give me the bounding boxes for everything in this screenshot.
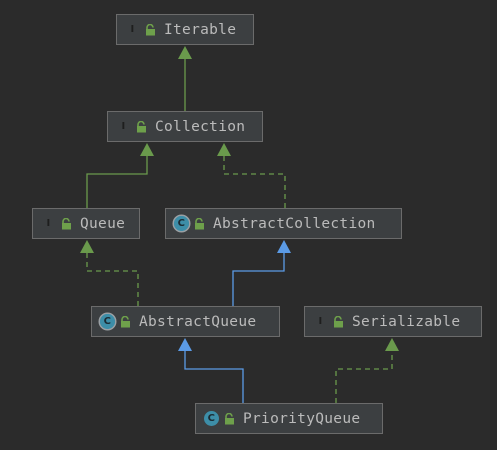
arrowhead bbox=[178, 46, 192, 59]
edge-queue-to-collection bbox=[86, 143, 154, 208]
arrowhead bbox=[140, 143, 154, 156]
node-collection[interactable]: I Collection bbox=[107, 111, 263, 142]
arrowhead bbox=[80, 240, 94, 253]
node-label: PriorityQueue bbox=[243, 410, 361, 427]
lock-icon bbox=[137, 120, 146, 132]
node-label: AbstractQueue bbox=[139, 313, 257, 330]
arrowhead bbox=[217, 143, 231, 156]
node-queue[interactable]: I Queue bbox=[32, 208, 140, 239]
abstract-class-icon: C bbox=[100, 314, 115, 329]
lock-icon bbox=[121, 315, 130, 327]
lock-icon bbox=[334, 315, 343, 327]
edge-priorityqueue-to-serializable bbox=[335, 338, 399, 403]
edge-abstractcollection-to-collection bbox=[217, 143, 286, 208]
node-label: Queue bbox=[80, 215, 126, 232]
interface-icon: I bbox=[130, 24, 135, 35]
edge-abstractqueue-to-abstractcollection bbox=[232, 240, 291, 306]
node-iterable[interactable]: I Iterable bbox=[116, 14, 254, 45]
node-label: Serializable bbox=[352, 313, 461, 330]
abstract-class-icon: C bbox=[174, 216, 189, 231]
node-serializable[interactable]: I Serializable bbox=[304, 306, 482, 337]
lock-icon bbox=[225, 412, 234, 424]
node-abstractcollection[interactable]: C AbstractCollection bbox=[165, 208, 402, 239]
node-label: AbstractCollection bbox=[213, 215, 376, 232]
class-icon: C bbox=[204, 411, 219, 426]
interface-icon: I bbox=[318, 316, 323, 327]
lock-icon bbox=[62, 217, 71, 229]
arrowhead bbox=[277, 240, 291, 253]
arrowhead bbox=[385, 338, 399, 351]
node-label: Iterable bbox=[164, 21, 237, 38]
node-priorityqueue[interactable]: C PriorityQueue bbox=[195, 403, 383, 434]
edge-abstractqueue-to-queue bbox=[80, 240, 139, 306]
edge-priorityqueue-to-abstractqueue bbox=[178, 338, 244, 403]
node-label: Collection bbox=[155, 118, 246, 135]
edge-collection-to-iterable bbox=[178, 46, 192, 111]
interface-icon: I bbox=[46, 218, 51, 229]
interface-icon: I bbox=[121, 121, 126, 132]
arrowhead bbox=[178, 338, 192, 351]
lock-icon bbox=[146, 23, 155, 35]
lock-icon bbox=[195, 217, 204, 229]
node-abstractqueue[interactable]: C AbstractQueue bbox=[91, 306, 280, 337]
